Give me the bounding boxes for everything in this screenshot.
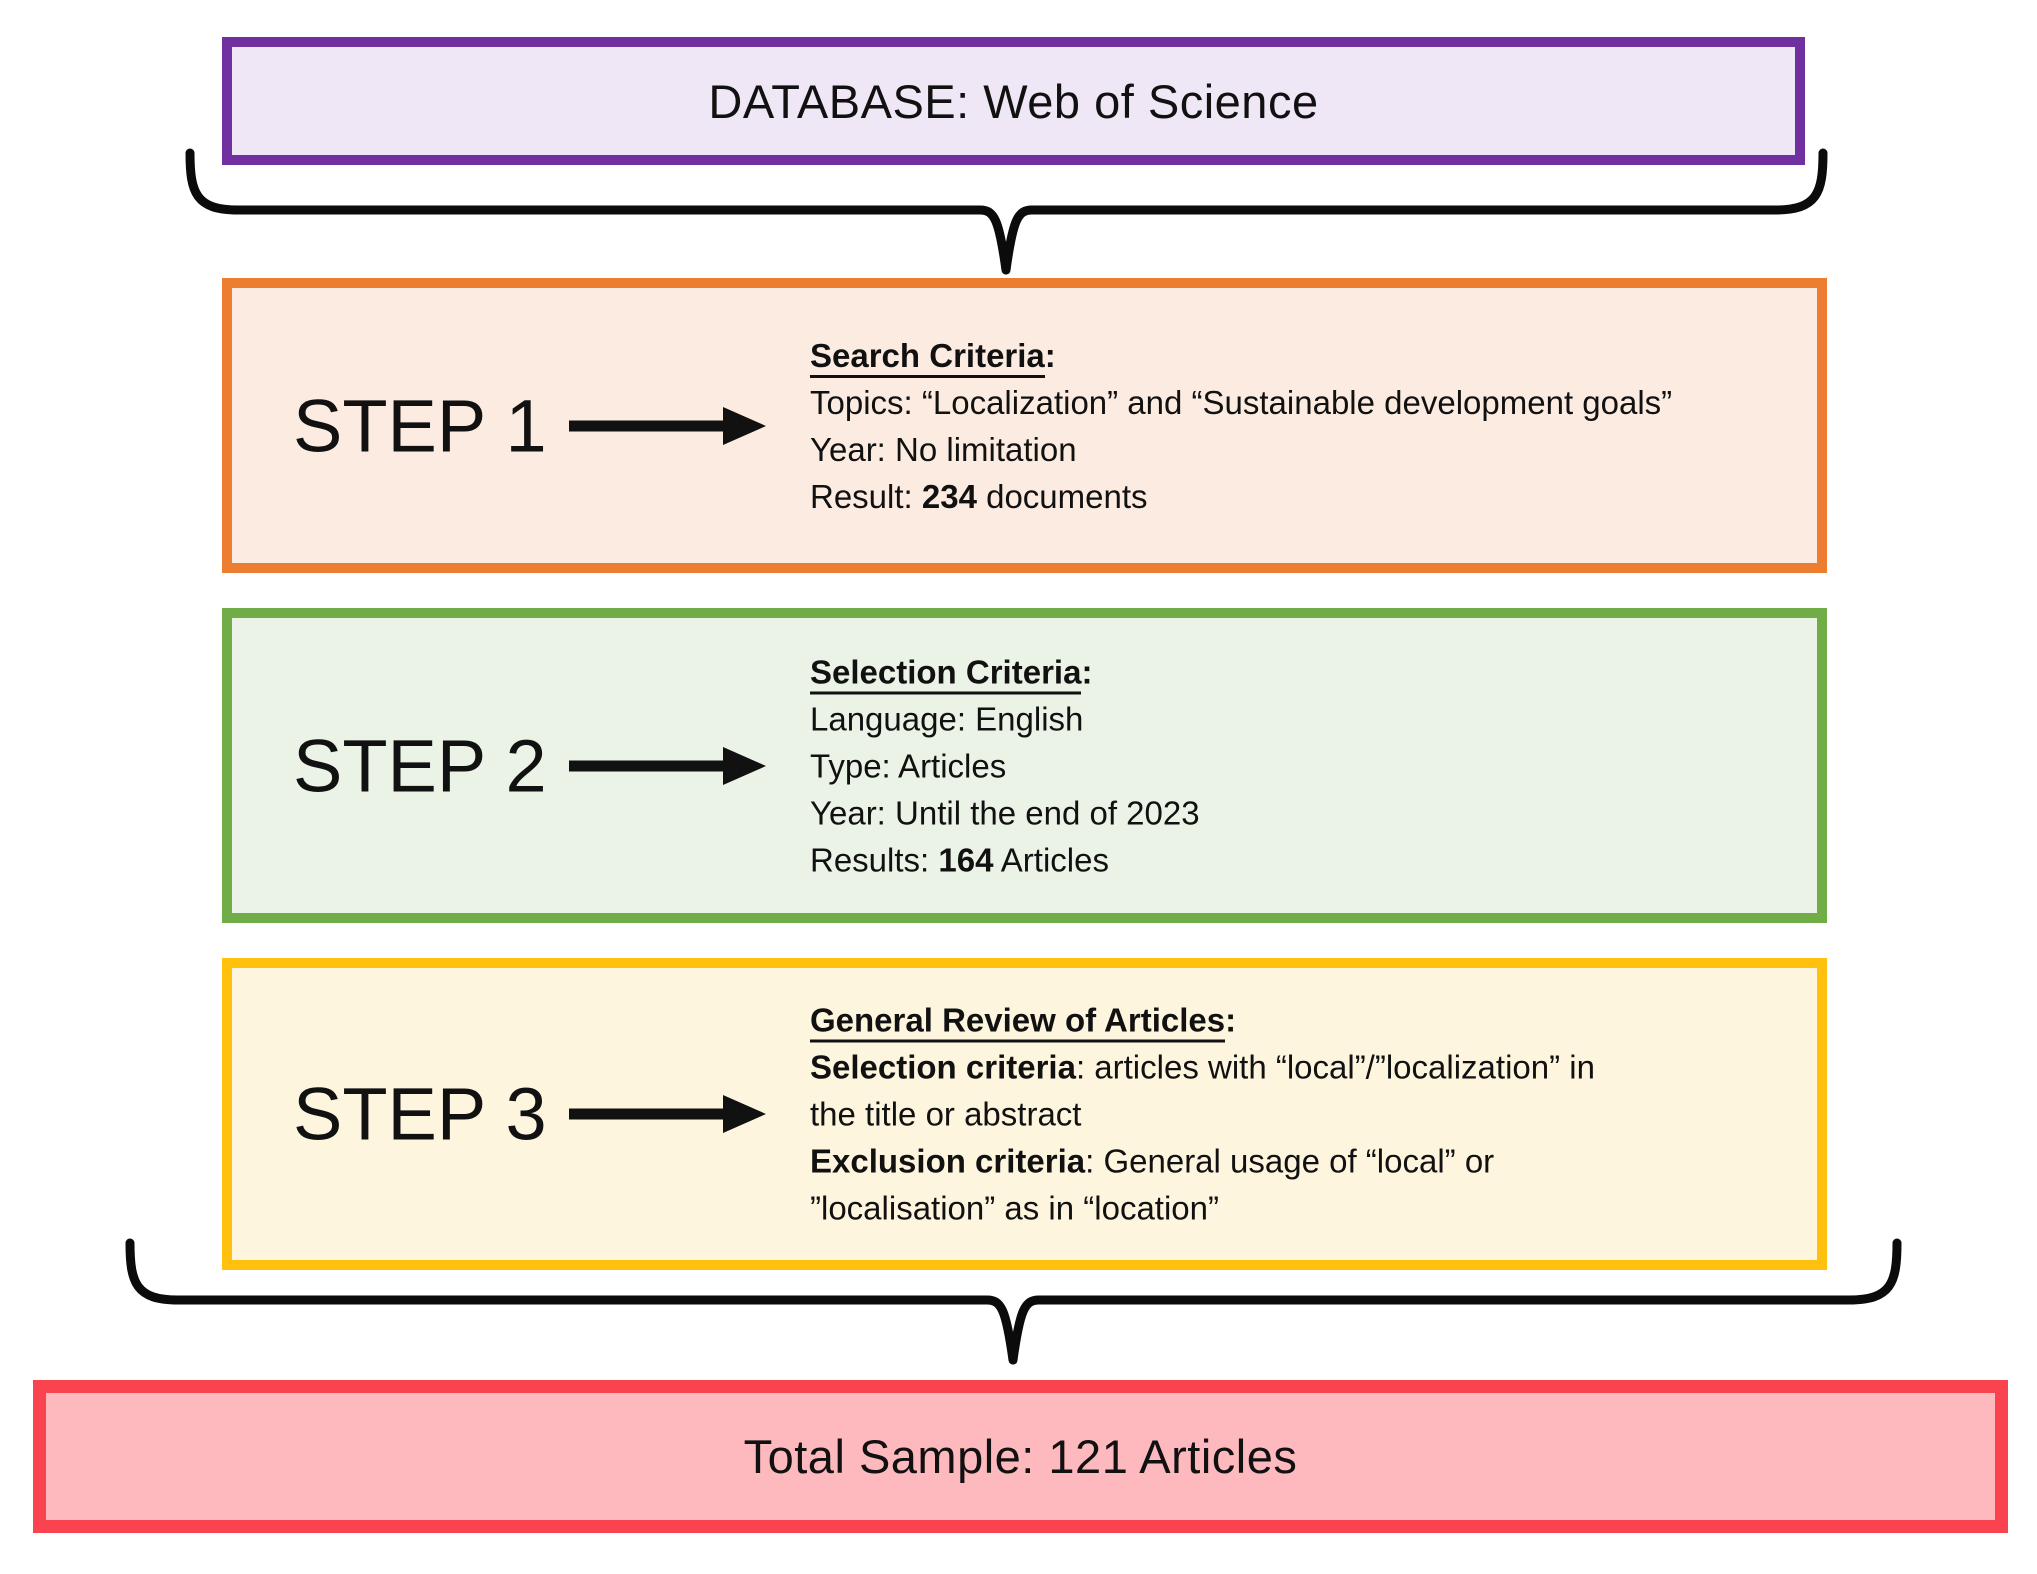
step3-box: STEP 3 General Review of Articles:Select… bbox=[222, 958, 1827, 1270]
step1-box: STEP 1 Search Criteria:Topics: “Localiza… bbox=[222, 278, 1827, 573]
step1-criteria-text: Search Criteria:Topics: “Localization” a… bbox=[810, 336, 1673, 515]
total-sample-box: Total Sample: 121 Articles bbox=[33, 1380, 2008, 1533]
step2-box: STEP 2 Selection Criteria:Language: Engl… bbox=[222, 608, 1827, 923]
brace-bottom bbox=[125, 1238, 1902, 1365]
brace-top bbox=[185, 148, 1828, 275]
brace-bottom-path bbox=[125, 1238, 1902, 1365]
database-box: DATABASE: Web of Science bbox=[222, 37, 1805, 165]
total-sample-label: Total Sample: 121 Articles bbox=[743, 1430, 1298, 1483]
step3-criteria-text: General Review of Articles:Selection cri… bbox=[810, 1001, 1595, 1227]
brace-top-path bbox=[185, 148, 1828, 275]
step3-arrow-icon bbox=[569, 1095, 766, 1133]
step3-label: STEP 3 bbox=[293, 1072, 547, 1156]
step2-label: STEP 2 bbox=[293, 724, 547, 807]
step1-label: STEP 1 bbox=[293, 384, 547, 467]
step2-arrow-icon bbox=[569, 746, 766, 785]
step1-arrow-icon bbox=[569, 406, 766, 445]
database-label: DATABASE: Web of Science bbox=[708, 74, 1319, 128]
